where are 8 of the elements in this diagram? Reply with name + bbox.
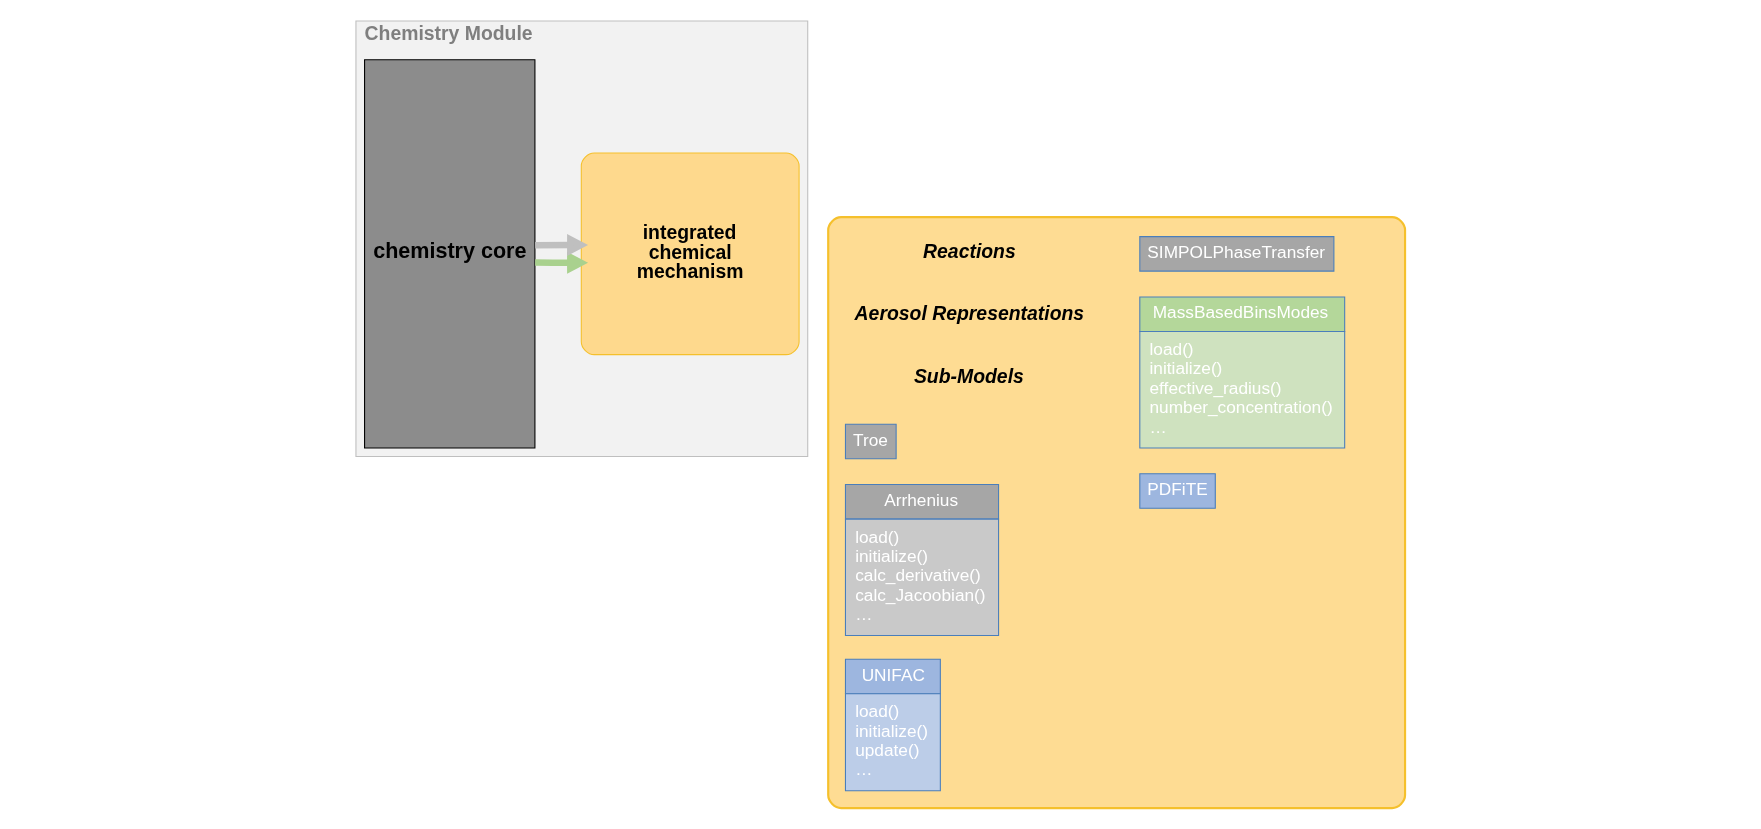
node-box: integrated chemical mechanism <box>580 152 800 356</box>
label: Reactions <box>923 239 1016 262</box>
arrow <box>535 233 589 256</box>
cluster <box>827 216 1407 810</box>
label: Aerosol Representations <box>854 302 1085 325</box>
label: Sub-Models <box>913 364 1024 387</box>
node-box: chemistry core <box>364 59 536 449</box>
arrow <box>535 251 589 274</box>
